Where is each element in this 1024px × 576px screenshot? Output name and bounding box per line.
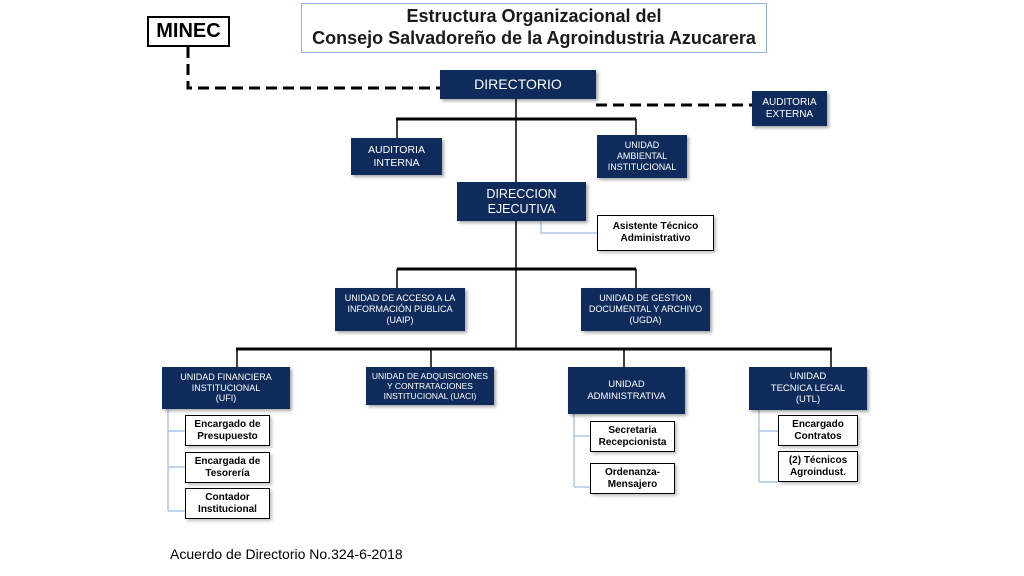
chart-title-line-2: Consejo Salvadoreño de la Agroindustria … (312, 28, 756, 48)
tecnicos-agroindust-box: (2) Técnicos Agroindust. (778, 451, 858, 482)
chart-title-line-1: Estructura Organizacional del (406, 6, 662, 27)
minec-box: MINEC (147, 16, 230, 47)
uaci-box: UNIDAD DE ADQUISICIONES Y CONTRATACIONES… (366, 367, 494, 405)
chart-title: Estructura Organizacional del Consejo Sa… (301, 3, 767, 53)
secretaria-recepcionista-box: Secretaria Recepcionista (590, 421, 675, 452)
encargada-tesoreria-box: Encargada de Tesorería (185, 452, 270, 483)
auditoria-externa-box: AUDITORIA EXTERNA (752, 91, 827, 126)
ordenanza-mensajero-box: Ordenanza- Mensajero (590, 463, 675, 494)
encargado-presupuesto-box: Encargado de Presupuesto (185, 415, 270, 446)
contador-institucional-box: Contador Institucional (185, 488, 270, 519)
unidad-ambiental-box: UNIDAD AMBIENTAL INSTITUCIONAL (597, 135, 687, 178)
asistente-tecnico-box: Asistente Técnico Administrativo (597, 215, 714, 251)
acuerdo-footer: Acuerdo de Directorio No.324-6-2018 (170, 546, 403, 562)
directorio-box: DIRECTORIO (440, 70, 596, 99)
ufi-box: UNIDAD FINANCIERA INSTITUCIONAL (UFI) (162, 367, 290, 409)
utl-box: UNIDAD TECNICA LEGAL (UTL) (749, 367, 867, 410)
ugda-box: UNIDAD DE GESTION DOCUMENTAL Y ARCHIVO (… (581, 288, 710, 331)
asistente-connector (540, 221, 597, 234)
direccion-ejecutiva-box: DIRECCION EJECUTIVA (457, 182, 586, 221)
encargado-contratos-box: Encargado Contratos (778, 415, 858, 446)
minec-dashed-connector (186, 47, 440, 90)
unidad-administrativa-box: UNIDAD ADMINISTRATIVA (568, 367, 685, 414)
auditoria-interna-box: AUDITORIA INTERNA (351, 138, 442, 175)
uaip-box: UNIDAD DE ACCESO A LA INFORMACIÓN PUBLIC… (335, 288, 465, 331)
